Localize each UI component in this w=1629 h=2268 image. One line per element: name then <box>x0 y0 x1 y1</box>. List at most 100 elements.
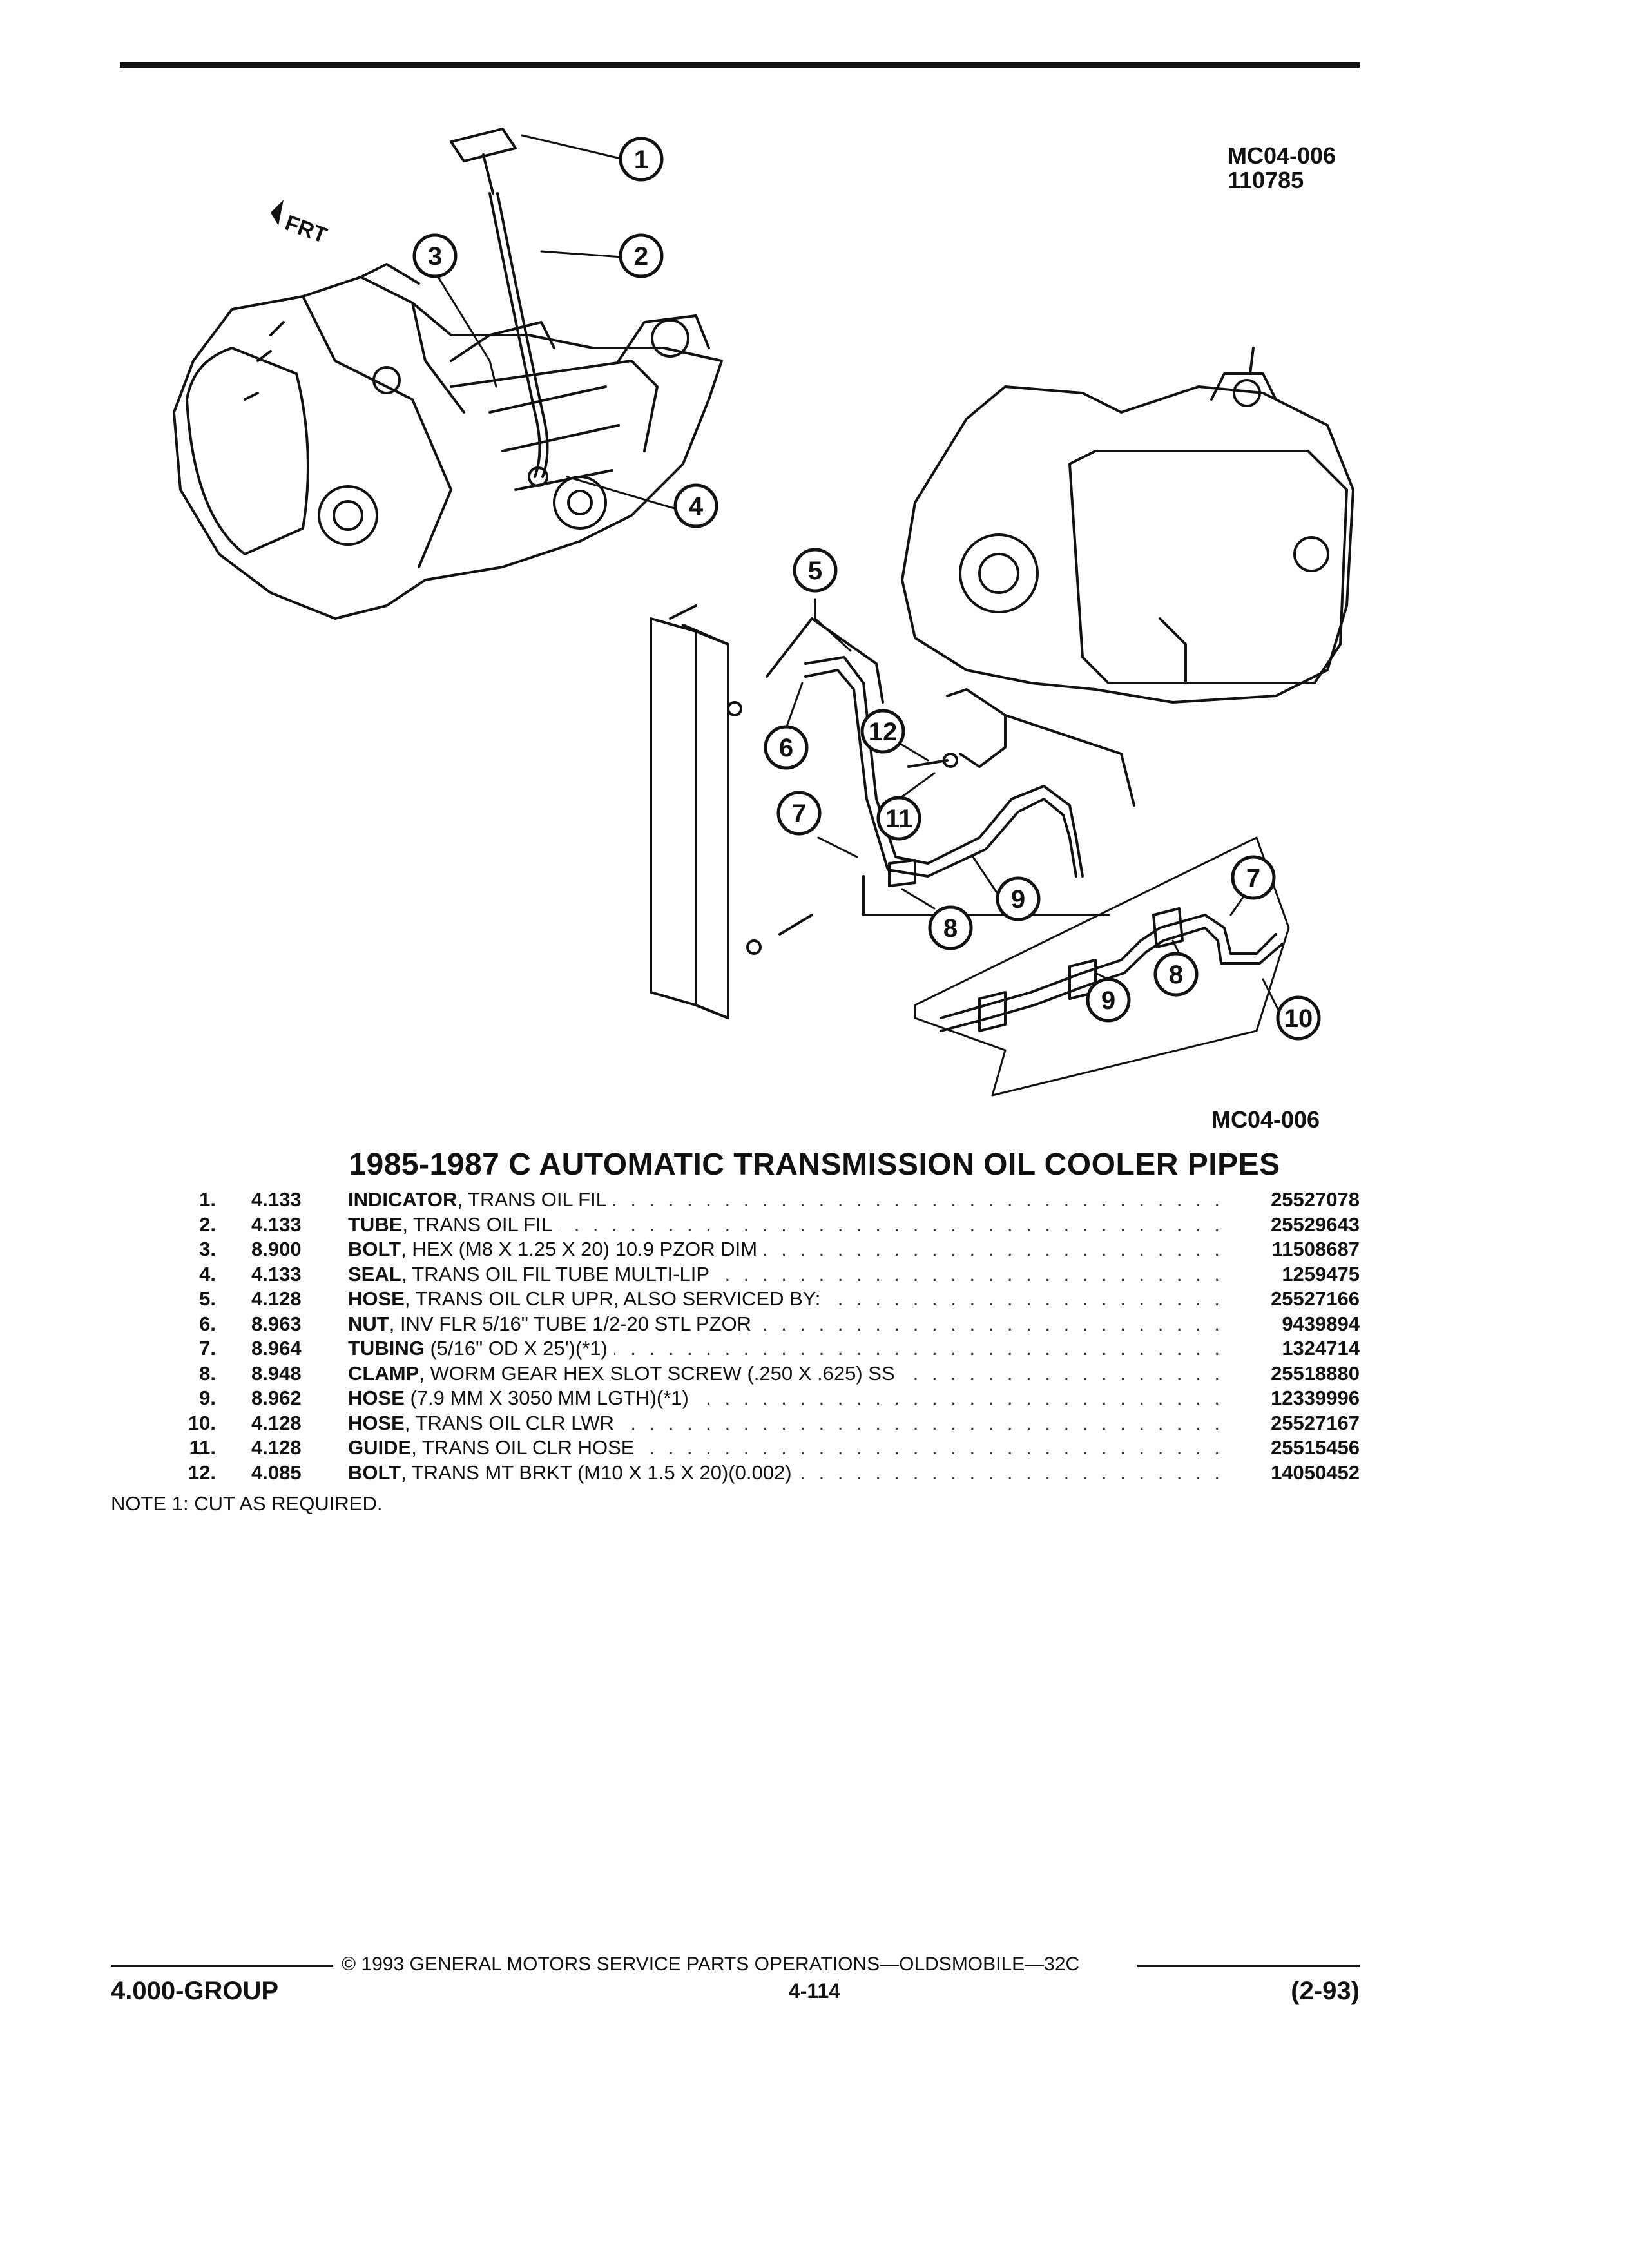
table-row: 11. 4.128 . . . . . . . . . . . . . . . .… <box>155 1436 1360 1461</box>
group-label: 4.000-GROUP <box>111 1977 279 2005</box>
callout-4: 4 <box>673 483 718 528</box>
table-row: 5. 4.128 . . . . . . . . . . . . . . . . … <box>155 1287 1360 1312</box>
part-description: . . . . . . . . . . . . . . . . . . . . … <box>348 1386 1231 1411</box>
svg-text:5: 5 <box>808 557 822 585</box>
item-number: 7. <box>199 1337 216 1360</box>
group-number: 4.133 <box>251 1188 302 1211</box>
svg-text:9: 9 <box>1101 986 1115 1015</box>
part-detail: , HEX (M8 X 1.25 X 20) 10.9 PZOR DIM <box>401 1238 758 1261</box>
svg-text:7: 7 <box>1246 864 1260 892</box>
group-number: 4.085 <box>251 1461 302 1484</box>
top-rule <box>120 62 1360 68</box>
copyright-line: © 1993 GENERAL MOTORS SERVICE PARTS OPER… <box>342 1954 1080 1975</box>
item-number: 10. <box>188 1411 216 1434</box>
part-description: . . . . . . . . . . . . . . . . . . . . … <box>348 1312 1231 1337</box>
table-row: 7.8.964 . . . . . . . . . . . . . . . . … <box>155 1336 1360 1361</box>
callout-6: 6 <box>764 725 809 770</box>
group-number: 8.962 <box>251 1387 302 1410</box>
callout-9b: 9 <box>1086 977 1131 1023</box>
upper-cooler-hose-drawing <box>766 617 1135 916</box>
part-name: GUIDE <box>348 1436 412 1459</box>
table-row: 12. 4.085 . . . . . . . . . . . . . . . .… <box>155 1461 1360 1486</box>
svg-text:3: 3 <box>428 242 442 271</box>
part-detail: , TRANS MT BRKT (M10 X 1.5 X 20)(0.002) <box>401 1461 792 1484</box>
callout-8a: 8 <box>928 905 973 950</box>
svg-text:12: 12 <box>869 718 898 746</box>
table-row: 6. 8.963 . . . . . . . . . . . . . . . . … <box>155 1312 1360 1337</box>
part-description: . . . . . . . . . . . . . . . . . . . . … <box>348 1436 1231 1461</box>
group-number: 4.128 <box>251 1411 302 1434</box>
table-row: 10. 4.128 . . . . . . . . . . . . . . . .… <box>155 1411 1360 1436</box>
svg-text:10: 10 <box>1284 1004 1313 1033</box>
part-name: SEAL <box>348 1262 401 1285</box>
part-number: 11508687 <box>1271 1238 1360 1261</box>
item-number: 5. <box>199 1287 216 1311</box>
callout-7a: 7 <box>776 791 822 836</box>
item-number: 11. <box>189 1436 216 1459</box>
part-name: NUT <box>348 1312 389 1335</box>
part-number: 14050452 <box>1271 1461 1360 1484</box>
figure-id-bottom: MC04-006 <box>1211 1106 1320 1133</box>
callout-10: 10 <box>1276 995 1321 1041</box>
item-number: 6. <box>199 1312 216 1335</box>
part-number: 25527078 <box>1271 1188 1360 1211</box>
footer-rule-right <box>1137 1965 1360 1967</box>
figure-date-code: 110785 <box>1228 167 1304 193</box>
part-detail: , WORM GEAR HEX SLOT SCREW (.250 X .625)… <box>419 1361 895 1385</box>
callout-2: 2 <box>619 233 664 278</box>
group-number: 4.128 <box>251 1436 302 1459</box>
part-name: BOLT <box>348 1238 401 1261</box>
lower-cooler-hose-drawing <box>914 836 1290 1097</box>
front-direction-arrow: FRT <box>271 200 331 248</box>
part-number: 25527167 <box>1271 1411 1360 1434</box>
table-row: 8.8.948 . . . . . . . . . . . . . . . . … <box>155 1361 1360 1387</box>
item-number: 1. <box>199 1188 216 1211</box>
item-number: 4. <box>199 1262 216 1285</box>
part-detail: , TRANS OIL CLR HOSE <box>411 1436 635 1459</box>
part-name: HOSE <box>348 1387 405 1410</box>
item-number: 8. <box>199 1361 216 1385</box>
svg-text:2: 2 <box>634 242 648 271</box>
callout-1: 1 <box>619 137 664 182</box>
part-description: . . . . . . . . . . . . . . . . . . . . … <box>348 1461 1231 1486</box>
page-title: 1985-1987 C AUTOMATIC TRANSMISSION OIL C… <box>349 1148 1280 1182</box>
exploded-view-illustration: FRT 1 2 3 4 5 6 12 11 7 8 9 7 8 9 10 <box>173 128 1354 1097</box>
item-number: 9. <box>199 1387 216 1410</box>
part-description: . . . . . . . . . . . . . . . . . . . . … <box>348 1262 1231 1287</box>
group-number: 8.963 <box>251 1312 302 1335</box>
transmission-left-drawing <box>173 263 723 620</box>
part-detail: (7.9 MM X 3050 MM LGTH)(*1) <box>404 1387 689 1410</box>
item-number: 12. <box>188 1461 216 1484</box>
part-detail: , INV FLR 5/16" TUBE 1/2-20 STL PZOR <box>389 1312 752 1335</box>
table-row: 2.4.133 . . . . . . . . . . . . . . . . … <box>155 1213 1360 1238</box>
svg-text:8: 8 <box>943 914 958 943</box>
radiator-drawing <box>650 604 813 1019</box>
svg-text:4: 4 <box>689 492 704 521</box>
table-row: 4. 4.133 . . . . . . . . . . . . . . . . … <box>155 1262 1360 1287</box>
part-description: . . . . . . . . . . . . . . . . . . . . … <box>348 1287 1231 1312</box>
part-number: 9439894 <box>1282 1312 1360 1335</box>
part-number: 1324714 <box>1282 1337 1360 1360</box>
group-number: 8.948 <box>251 1361 302 1385</box>
part-description: . . . . . . . . . . . . . . . . . . . . … <box>348 1237 1231 1262</box>
callout-11: 11 <box>876 796 921 841</box>
part-name: TUBING <box>348 1337 425 1360</box>
table-row: 1.4.133 . . . . . . . . . . . . . . . . … <box>155 1187 1360 1213</box>
part-name: HOSE <box>348 1411 405 1434</box>
table-row: 9. 8.962 . . . . . . . . . . . . . . . . … <box>155 1386 1360 1411</box>
callout-12: 12 <box>860 709 905 754</box>
dipstick-indicator-and-tube-drawing <box>450 128 549 487</box>
footer-rule-left <box>111 1965 333 1967</box>
group-number: 4.128 <box>251 1287 302 1311</box>
callout-3: 3 <box>412 233 458 278</box>
group-number: 8.900 <box>251 1238 302 1261</box>
group-number: 8.964 <box>251 1337 302 1360</box>
part-number: 12339996 <box>1271 1387 1360 1410</box>
parts-table: 1. 4.133 . . . . . . . . . . . . . . . . … <box>155 1187 1360 1485</box>
part-name: BOLT <box>348 1461 401 1484</box>
callout-5: 5 <box>793 548 838 593</box>
svg-text:1: 1 <box>634 146 648 174</box>
part-description: . . . . . . . . . . . . . . . . . . . . … <box>348 1411 1231 1436</box>
part-name: INDICATOR <box>348 1188 458 1211</box>
group-number: 4.133 <box>251 1262 302 1285</box>
